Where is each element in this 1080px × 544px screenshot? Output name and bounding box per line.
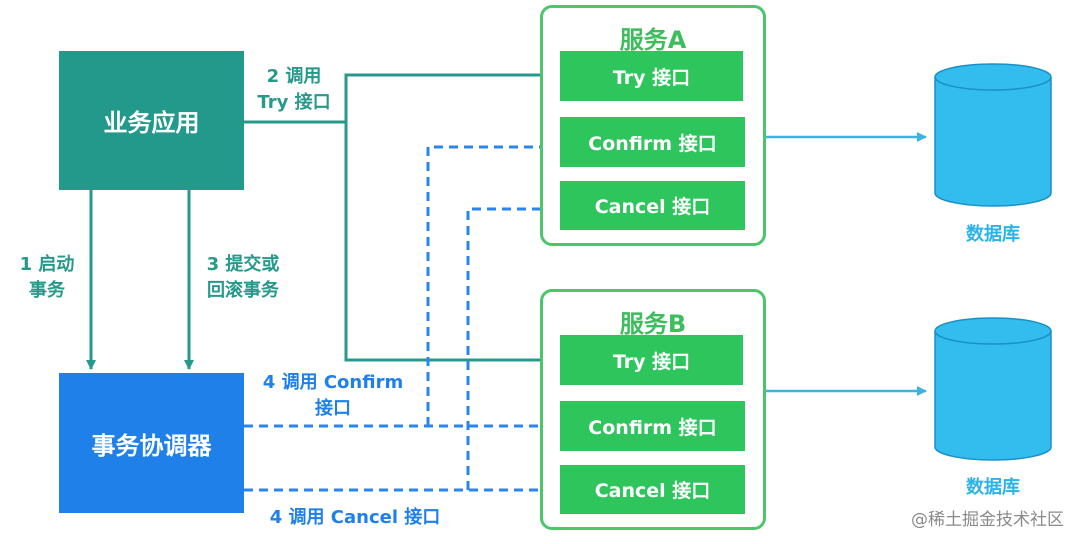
edge-app-to-try-b xyxy=(344,122,557,365)
service-b-title: 服务B xyxy=(619,310,687,338)
service-b-confirm-interface: Confirm 接口 xyxy=(560,401,745,451)
step3-label: 3 提交或 回滚事务 xyxy=(196,252,290,304)
step1-label-line1: 1 启动 xyxy=(19,254,75,275)
service-a-confirm-label: Confirm 接口 xyxy=(588,132,717,155)
transaction-coordinator-box: 事务协调器 xyxy=(59,373,244,513)
service-b-cancel-interface: Cancel 接口 xyxy=(560,465,745,514)
database-b-label: 数据库 xyxy=(966,477,1020,498)
edge-app-to-try-a xyxy=(244,70,557,124)
service-a-try-label: Try 接口 xyxy=(612,66,691,89)
service-b-confirm-label: Confirm 接口 xyxy=(588,416,717,439)
service-b-try-interface: Try 接口 xyxy=(560,335,743,385)
service-a-confirm-interface: Confirm 接口 xyxy=(560,117,745,167)
step1-label-line2: 事务 xyxy=(29,280,65,301)
step1-label: 1 启动 事务 xyxy=(12,252,82,304)
business-app-label: 业务应用 xyxy=(103,109,200,137)
step2-label: 2 调用 Try 接口 xyxy=(250,64,338,116)
service-a-cancel-interface: Cancel 接口 xyxy=(560,181,745,230)
step2-label-line2: Try 接口 xyxy=(257,92,331,113)
step4-confirm-label-line1: 4 调用 Confirm xyxy=(262,372,404,393)
business-app-box: 业务应用 xyxy=(59,51,244,190)
step4-cancel-label: 4 调用 Cancel 接口 xyxy=(269,507,441,528)
database-icon-a xyxy=(934,63,1052,207)
watermark: @稀土掘金技术社区 xyxy=(911,510,1064,530)
service-a-cancel-label: Cancel 接口 xyxy=(594,196,711,218)
database-a-label: 数据库 xyxy=(966,224,1020,245)
step2-label-line1: 2 调用 xyxy=(266,66,322,87)
service-b-try-label: Try 接口 xyxy=(612,350,691,373)
service-a-try-interface: Try 接口 xyxy=(560,51,743,101)
service-a-title: 服务A xyxy=(619,26,687,54)
step4-confirm-label-line2: 接口 xyxy=(315,398,351,419)
try-call-edges xyxy=(86,70,557,370)
confirm-cancel-edges xyxy=(244,142,557,495)
database-icon-b xyxy=(934,317,1052,461)
step3-label-line2: 回滚事务 xyxy=(207,280,279,301)
service-b-cancel-label: Cancel 接口 xyxy=(594,480,711,502)
step3-label-line1: 3 提交或 xyxy=(206,254,280,275)
transaction-coordinator-label: 事务协调器 xyxy=(91,431,212,460)
edge-coord-to-confirm-a xyxy=(426,142,557,426)
step4-confirm-label: 4 调用 Confirm 接口 xyxy=(248,370,418,422)
edge-coord-to-cancel-a xyxy=(466,204,557,490)
db-edges xyxy=(766,132,927,396)
